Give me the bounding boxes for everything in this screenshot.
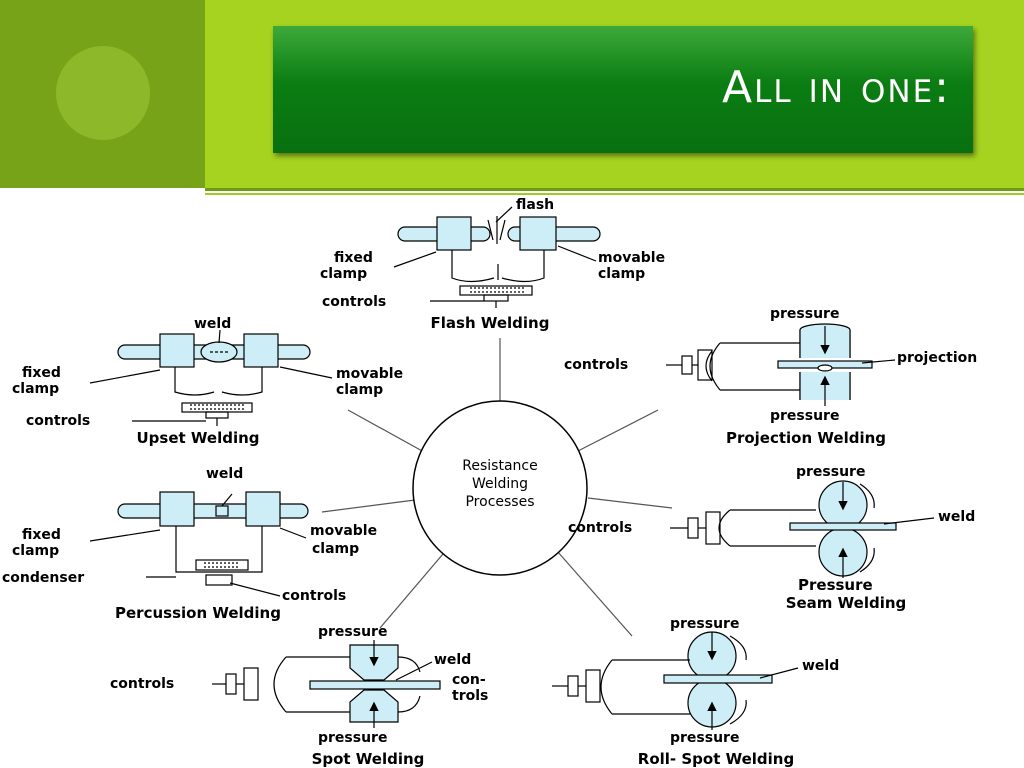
seam-pressure-bottom: Pressure — [798, 576, 873, 594]
perc-controls: controls — [282, 588, 346, 604]
upset-controls: controls — [26, 413, 90, 429]
proj-projection: projection — [897, 350, 977, 366]
perc-fixed-2: clamp — [12, 543, 59, 559]
hub-line-2: Welding — [472, 476, 528, 492]
header-rule-light — [205, 193, 1024, 195]
proj-pressure-bottom: pressure — [770, 408, 839, 424]
flash-movable-1: movable — [598, 250, 665, 266]
perc-movable-1: movable — [310, 523, 377, 539]
hub-node: Resistance Welding Processes — [412, 400, 588, 576]
header-rule — [205, 188, 1024, 191]
flash-movable-2: clamp — [598, 266, 645, 282]
upset-caption: Upset Welding — [136, 429, 259, 447]
flash-caption: Flash Welding — [431, 314, 550, 332]
roll-spot-welding — [552, 631, 799, 730]
percussion-welding — [89, 491, 309, 597]
upset-fixed-1: fixed — [22, 365, 61, 381]
seam-controls: controls — [568, 520, 632, 536]
decorative-circle — [56, 46, 150, 140]
roll-pressure-bottom: pressure — [670, 730, 739, 746]
projection-welding — [666, 323, 896, 406]
upset-fixed-2: clamp — [12, 381, 59, 397]
flash-welding — [393, 206, 601, 308]
perc-weld-label: weld — [206, 466, 243, 482]
perc-condenser: condenser — [2, 570, 84, 586]
seam-weld: weld — [938, 509, 975, 525]
slide-title: All in one: — [722, 62, 951, 113]
spot-pressure-bottom: pressure — [318, 730, 387, 746]
flash-label: flash — [516, 197, 554, 213]
spot-controls-right-1: con- — [452, 672, 486, 688]
seam-welding — [670, 480, 935, 578]
title-box: All in one: — [273, 26, 973, 153]
roll-weld: weld — [802, 658, 839, 674]
roll-caption: Roll- Spot Welding — [638, 750, 794, 768]
spot-caption: Spot Welding — [312, 750, 425, 768]
perc-fixed-1: fixed — [22, 527, 61, 543]
spot-welding — [212, 640, 441, 728]
spot-weld: weld — [434, 652, 471, 668]
spot-controls-right-2: trols — [452, 688, 488, 704]
hub-line-3: Processes — [465, 494, 534, 510]
proj-controls: controls — [564, 357, 628, 373]
spot-controls: controls — [110, 676, 174, 692]
flash-controls: controls — [322, 294, 386, 310]
perc-movable-2: clamp — [312, 541, 359, 557]
seam-caption: Seam Welding — [786, 594, 907, 612]
flash-fixed-1: fixed — [334, 250, 373, 266]
perc-caption: Percussion Welding — [115, 604, 281, 622]
upset-welding — [89, 329, 333, 426]
hub-line-1: Resistance — [462, 458, 537, 474]
welding-diagram: Resistance Welding Processes flash fixed… — [2, 197, 977, 768]
upset-movable-2: clamp — [336, 382, 383, 398]
upset-movable-1: movable — [336, 366, 403, 382]
upset-weld-label: weld — [194, 316, 231, 332]
flash-fixed-2: clamp — [320, 266, 367, 282]
seam-pressure-top: pressure — [796, 464, 865, 480]
proj-caption: Projection Welding — [726, 429, 886, 447]
roll-pressure-top: pressure — [670, 616, 739, 632]
proj-pressure-top: pressure — [770, 306, 839, 322]
spot-pressure-top: pressure — [318, 624, 387, 640]
